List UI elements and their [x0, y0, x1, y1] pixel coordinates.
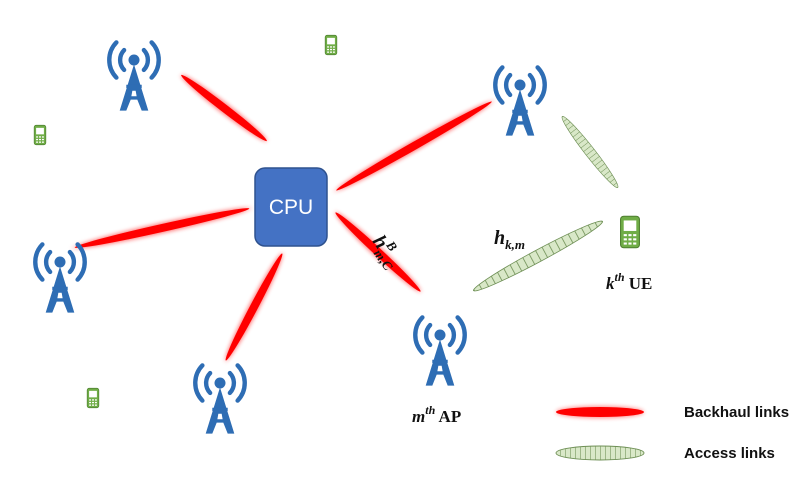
antenna-tower-icon: [415, 317, 464, 385]
backhaul-link-top-right-ap: [334, 97, 494, 194]
antenna-tower-icon: [195, 365, 244, 433]
access-channel-symbol: h: [494, 227, 505, 249]
ap-text: AP: [435, 407, 461, 426]
backhaul-link-left-ap: [74, 204, 251, 253]
ue-index: k: [606, 274, 615, 293]
ue-label: kth UE: [606, 270, 652, 293]
svg-text:hk,m: hk,m: [494, 227, 525, 252]
ue-text: UE: [625, 274, 653, 293]
access-link-top-right-ap-to-ue: [558, 113, 622, 191]
svg-text:mth AP: mth AP: [412, 403, 461, 426]
access-channel-subscript: k,m: [505, 237, 525, 252]
cpu-node: CPU: [254, 167, 328, 247]
ap-superscript: th: [425, 403, 435, 417]
antenna-tower-icon: [35, 244, 84, 312]
legend-backhaul-label: Backhaul links: [684, 404, 789, 421]
mobile-phone-icon: [324, 34, 338, 56]
legend-backhaul-swatch: [556, 406, 644, 418]
mobile-phone-icon: [33, 124, 47, 146]
cpu-label: CPU: [269, 196, 313, 219]
access-link-mth-ap-to-ue: [470, 215, 606, 297]
ap-label: mth AP: [412, 403, 461, 426]
backhaul-link-bottom-ap: [221, 251, 286, 363]
ue-phone-icon: [620, 215, 640, 249]
antenna-tower-icon: [109, 42, 158, 110]
antenna-tower-icon: [495, 67, 544, 135]
ap-index: m: [412, 407, 425, 426]
access-channel-label: hk,m: [494, 227, 525, 252]
legend-access-swatch: [555, 445, 645, 461]
ue-superscript: th: [615, 270, 625, 284]
mobile-phone-icon: [86, 387, 100, 409]
backhaul-link-top-ap: [178, 71, 270, 145]
legend: Backhaul links Access links: [555, 404, 789, 462]
svg-text:kth UE: kth UE: [606, 270, 652, 293]
legend-access-label: Access links: [684, 445, 775, 462]
